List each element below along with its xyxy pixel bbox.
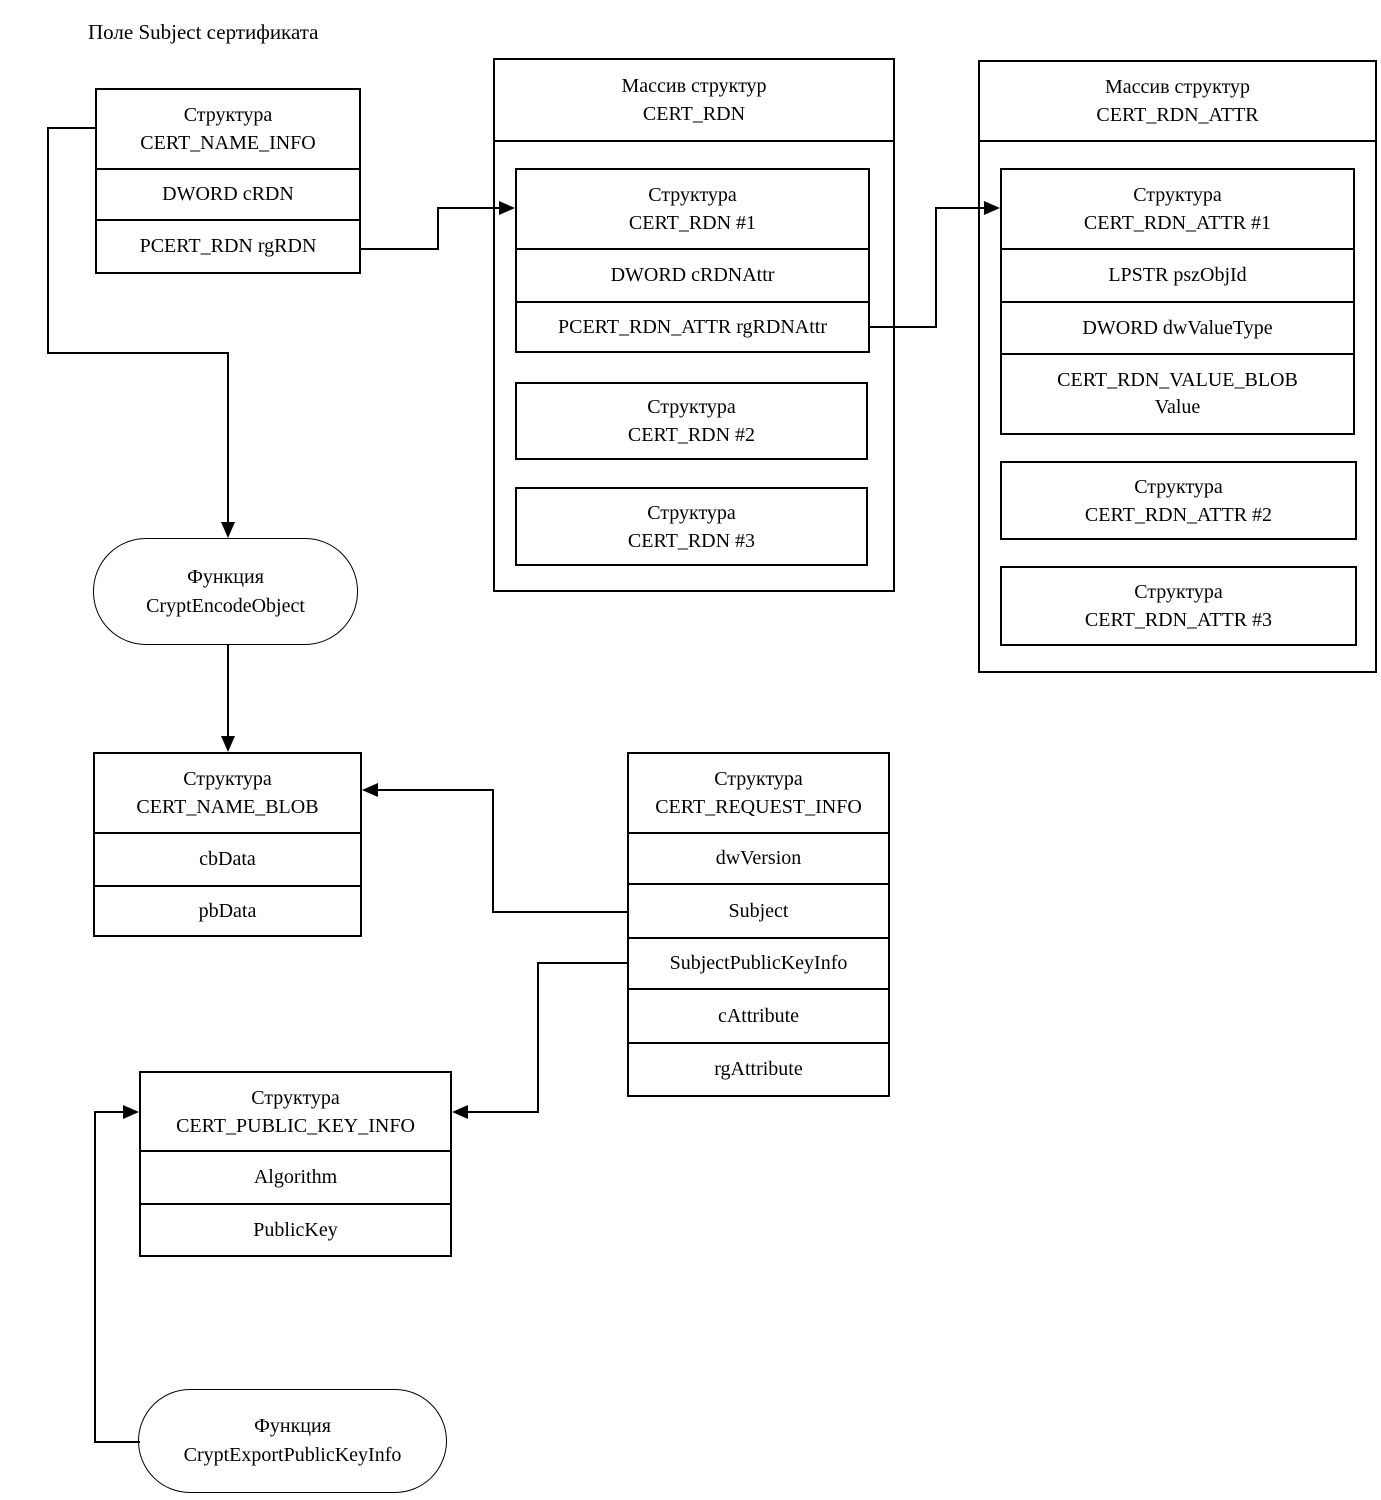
node-name-label: CERT_NAME_INFO [140, 132, 316, 154]
node-type-label: Структура [1134, 475, 1223, 498]
connector-segment [94, 1111, 123, 1113]
field-subjectpublickeyinfo: SubjectPublicKeyInfo [629, 939, 888, 990]
field-rgrdnattr: PCERT_RDN_ATTR rgRDNAttr [557, 315, 827, 338]
field-value-blob: CERT_RDN_VALUE_BLOB Value [1057, 369, 1298, 418]
node-type-label: Структура [647, 501, 736, 524]
node-cert-name-blob: Структура CERT_NAME_BLOB cbData pbData [93, 752, 362, 937]
field-publickey: PublicKey [253, 1218, 338, 1241]
node-name-label: CERT_RDN_ATTR #1 [1083, 212, 1272, 234]
node-header: Структура CERT_RDN_ATTR #3 [1002, 568, 1355, 644]
node-header: Структура CERT_RDN #3 [517, 489, 866, 564]
node-type-label: Структура [647, 396, 736, 418]
node-name-label: CERT_RDN_ATTR [1096, 104, 1259, 126]
connector-segment [47, 352, 229, 354]
node-type-label: Структура [251, 1086, 340, 1109]
connector-segment [537, 962, 539, 1113]
connector-segment [227, 645, 229, 737]
node-type-label: Структура [1133, 184, 1222, 206]
connector-segment [437, 207, 499, 209]
node-cert-rdn-1: Структура CERT_RDN #1 DWORD cRDNAttr PCE… [515, 168, 870, 353]
node-header: Структура CERT_RDN_ATTR #2 [1002, 463, 1355, 538]
node-header: Массив структур CERT_RDN [495, 60, 893, 142]
node-crypt-export-public-key-info: Функция CryptExportPublicKeyInfo [138, 1389, 447, 1493]
node-type-label: Массив структур [1104, 76, 1251, 98]
node-header: Структура CERT_PUBLIC_KEY_INFO [141, 1073, 450, 1152]
field-dwvaluetype: DWORD dwValueType [1002, 303, 1353, 355]
connector-segment [94, 1111, 96, 1443]
diagram-title: Поле Subject сертификата [88, 20, 319, 44]
node-cert-name-info: Структура CERT_NAME_INFO DWORD cRDN PCER… [95, 88, 361, 274]
node-name-label: CERT_RDN #1 [628, 212, 757, 234]
node-name-label: CERT_PUBLIC_KEY_INFO [176, 1114, 415, 1137]
arrowhead-left-icon [362, 783, 378, 797]
node-name-label: CERT_REQUEST_INFO [655, 796, 862, 818]
connector-segment [227, 352, 229, 524]
arrowhead-right-icon [123, 1105, 139, 1119]
node-type-label: Структура [183, 104, 273, 126]
field-subject: Subject [629, 885, 888, 939]
connector-segment [378, 789, 494, 791]
connector-segment [48, 127, 95, 129]
connector-segment [538, 962, 627, 964]
field-crdn: DWORD cRDN [97, 170, 359, 221]
field-cattribute: cAttribute [629, 990, 888, 1044]
connector-segment [437, 207, 439, 250]
arrowhead-down-icon [221, 522, 235, 538]
connector-segment [47, 127, 49, 354]
arrowhead-right-icon [499, 201, 515, 215]
connector-segment [95, 1441, 140, 1443]
node-crypt-encode-object: Функция CryptEncodeObject [93, 538, 358, 645]
node-type-label: Функция [187, 565, 264, 588]
node-cert-rdn-2: Структура CERT_RDN #2 [515, 382, 868, 460]
node-header: Структура CERT_REQUEST_INFO [629, 754, 888, 834]
node-header: Массив структур CERT_RDN_ATTR [980, 62, 1375, 142]
node-name-label: CERT_NAME_BLOB [136, 796, 319, 818]
node-header: Структура CERT_NAME_BLOB [95, 754, 360, 834]
node-name-label: CryptEncodeObject [146, 594, 305, 617]
field-pbdata: pbData [198, 899, 257, 922]
node-cert-rdn-attr-3: Структура CERT_RDN_ATTR #3 [1000, 566, 1357, 646]
node-header: Структура CERT_RDN #2 [517, 384, 866, 458]
node-type-label: Структура [648, 184, 737, 206]
node-type-label: Структура [183, 768, 272, 790]
field-dwversion: dwVersion [629, 834, 888, 885]
connector-segment [935, 207, 937, 328]
field-crdnattr: DWORD cRDNAttr [517, 250, 868, 303]
arrowhead-right-icon [984, 201, 1000, 215]
node-name-label: CERT_RDN [642, 103, 746, 125]
field-rgattribute: rgAttribute [714, 1058, 803, 1080]
node-name-label: CryptExportPublicKeyInfo [183, 1444, 402, 1466]
connector-segment [492, 789, 494, 913]
field-algorithm: Algorithm [141, 1152, 450, 1205]
connector-segment [868, 326, 937, 328]
arrowhead-down-icon [221, 736, 235, 752]
connector-segment [493, 911, 627, 913]
node-name-label: CERT_RDN #2 [627, 424, 756, 446]
node-type-label: Функция [254, 1415, 331, 1437]
node-header: Структура CERT_RDN #1 [517, 170, 868, 250]
node-cert-rdn-attr-2: Структура CERT_RDN_ATTR #2 [1000, 461, 1357, 540]
node-header: Структура CERT_NAME_INFO [97, 90, 359, 170]
field-rgrdn: PCERT_RDN rgRDN [139, 235, 317, 257]
field-pszobjid: LPSTR pszObjId [1002, 250, 1353, 303]
connector-segment [468, 1111, 539, 1113]
arrowhead-left-icon [452, 1105, 468, 1119]
node-cert-public-key-info: Структура CERT_PUBLIC_KEY_INFO Algorithm… [139, 1071, 452, 1257]
connector-segment [360, 248, 439, 250]
node-name-label: CERT_RDN #3 [627, 529, 756, 552]
node-type-label: Массив структур [621, 75, 767, 97]
node-name-label: CERT_RDN_ATTR #3 [1084, 609, 1273, 631]
field-cbdata: cbData [95, 834, 360, 887]
node-cert-request-info: Структура CERT_REQUEST_INFO dwVersion Su… [627, 752, 890, 1097]
node-type-label: Структура [714, 768, 803, 790]
node-cert-rdn-attr-1: Структура CERT_RDN_ATTR #1 LPSTR pszObjI… [1000, 168, 1355, 435]
node-header: Структура CERT_RDN_ATTR #1 [1002, 170, 1353, 250]
node-name-label: CERT_RDN_ATTR #2 [1084, 503, 1273, 526]
node-type-label: Структура [1134, 581, 1223, 603]
connector-segment [935, 207, 984, 209]
node-cert-rdn-3: Структура CERT_RDN #3 [515, 487, 868, 566]
